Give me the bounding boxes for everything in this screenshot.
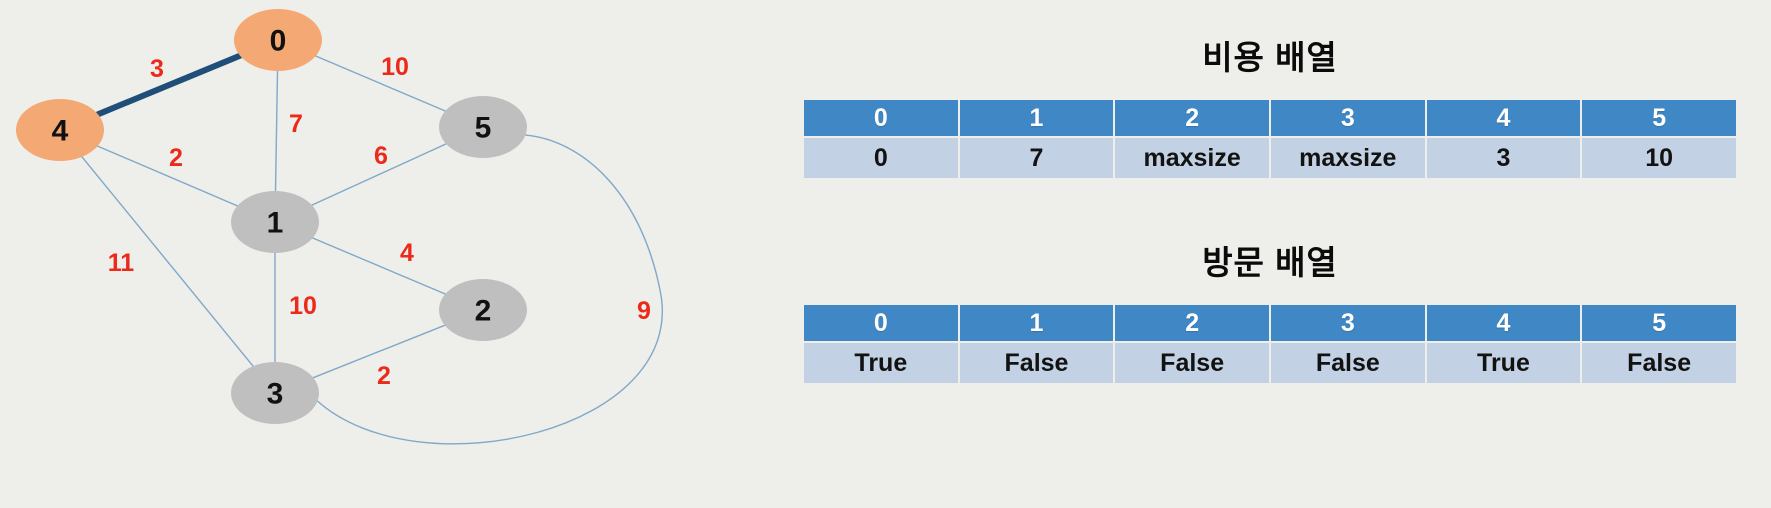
visited-array-header-cell: 2 xyxy=(1115,305,1269,342)
cost-array-value-cell: 7 xyxy=(959,138,1114,179)
cost-array-header-cell: 1 xyxy=(959,100,1114,137)
cost-array-value-cell: 10 xyxy=(1582,138,1736,179)
cost-array-value-cell: 3 xyxy=(1426,138,1581,179)
node-circle-5 xyxy=(439,96,527,158)
edge-weight-1-3: 10 xyxy=(289,292,317,320)
node-circle-4 xyxy=(16,99,104,161)
graph-edge-0-4 xyxy=(95,52,243,118)
visited-array-header-cell: 1 xyxy=(959,305,1114,342)
edge-weight-0-5: 10 xyxy=(381,53,409,81)
visited-array-value-cell: False xyxy=(1270,343,1425,384)
edge-layer xyxy=(81,52,663,445)
node-label-1: 1 xyxy=(267,207,284,240)
edge-weight-1-2: 4 xyxy=(400,239,414,267)
graph-node-0[interactable]: 0 xyxy=(234,9,322,71)
edge-weight-4-1: 2 xyxy=(169,144,183,172)
cost-array-header-cell: 2 xyxy=(1115,100,1269,137)
node-layer: 0 4 5 1 2 3 xyxy=(16,9,527,424)
visited-array-header-cell: 4 xyxy=(1426,305,1581,342)
node-label-2: 2 xyxy=(475,295,492,328)
edge-weight-0-4: 3 xyxy=(150,55,164,83)
node-label-3: 3 xyxy=(267,378,284,411)
graph-panel: 3 10 7 2 11 6 4 10 2 9 0 4 5 1 2 3 xyxy=(0,0,700,508)
edge-weight-3-2: 2 xyxy=(377,362,391,390)
visited-array-title: 방문 배열 xyxy=(1202,244,1338,281)
visited-array-value-cell: False xyxy=(1582,343,1736,384)
edge-weight-layer: 3 10 7 2 11 6 4 10 2 9 xyxy=(108,53,651,390)
edge-weight-3-5: 9 xyxy=(637,297,651,325)
cost-array-header-cell: 0 xyxy=(804,100,958,137)
cost-array-header-cell: 5 xyxy=(1582,100,1736,137)
graph-node-1[interactable]: 1 xyxy=(231,191,319,253)
cost-array-value-cell: maxsize xyxy=(1270,138,1425,179)
cost-array-header-cell: 4 xyxy=(1426,100,1581,137)
node-circle-2 xyxy=(439,279,527,341)
cost-array-value-cell: 0 xyxy=(804,138,958,179)
node-circle-0 xyxy=(234,9,322,71)
cost-array-header-cell: 3 xyxy=(1270,100,1425,137)
cost-array-value-cell: maxsize xyxy=(1115,138,1269,179)
graph-edge-3-2 xyxy=(312,324,446,379)
node-circle-3 xyxy=(231,362,319,424)
edge-weight-4-3: 11 xyxy=(108,249,135,277)
visited-array-header-cell: 3 xyxy=(1270,305,1425,342)
graph-node-4[interactable]: 4 xyxy=(16,99,104,161)
visited-array-value-cell: False xyxy=(959,343,1114,384)
node-label-4: 4 xyxy=(52,115,69,148)
visited-array-value-cell: False xyxy=(1115,343,1269,384)
node-label-5: 5 xyxy=(475,112,492,145)
edge-weight-0-1: 7 xyxy=(289,110,303,138)
visited-array-header-cell: 0 xyxy=(804,305,958,342)
graph-edge-0-5 xyxy=(315,55,446,112)
graph-node-5[interactable]: 5 xyxy=(439,96,527,158)
cost-array-title: 비용 배열 xyxy=(1202,39,1338,76)
graph-edge-4-3 xyxy=(81,156,254,367)
graph-node-3[interactable]: 3 xyxy=(231,362,319,424)
graph-node-2[interactable]: 2 xyxy=(439,279,527,341)
graph-canvas: 3 10 7 2 11 6 4 10 2 9 0 4 5 1 2 3 xyxy=(16,9,663,445)
visited-array-value-cell: True xyxy=(804,343,958,384)
node-circle-1 xyxy=(231,191,319,253)
node-label-0: 0 xyxy=(270,25,287,58)
graph-edge-3-5 xyxy=(316,134,663,445)
graph-edge-1-5 xyxy=(311,143,447,206)
graph-edge-0-1 xyxy=(274,70,279,192)
graph-edge-1-2 xyxy=(312,237,446,295)
visited-array-value-cell: True xyxy=(1426,343,1581,384)
visited-array-header-cell: 5 xyxy=(1582,305,1736,342)
graph-edge-4-1 xyxy=(96,145,239,207)
edge-weight-1-5: 6 xyxy=(374,142,388,170)
